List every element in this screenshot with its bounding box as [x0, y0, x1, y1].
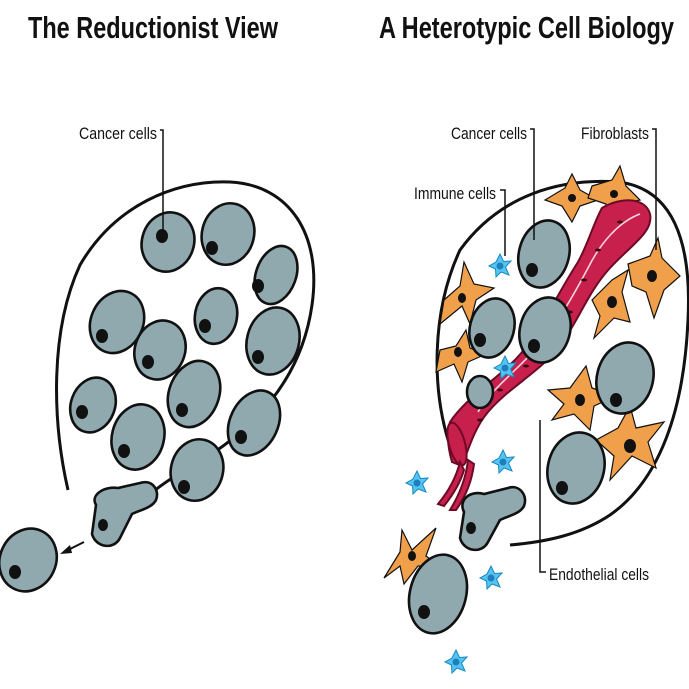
immune-cell	[405, 470, 429, 495]
fibroblast	[591, 268, 631, 341]
escaped-cancer-cell	[0, 527, 59, 593]
endothelial-cells-label: Endothelial cells	[549, 565, 649, 584]
immune-cells-label: Immune cells	[414, 184, 496, 203]
left-migrating-cell	[90, 480, 159, 548]
right-panel: Cancer cells Fibroblasts Immune cells En…	[383, 124, 689, 674]
left-cancer-cells-leader	[160, 129, 164, 232]
fibroblasts-leader	[652, 128, 657, 250]
cancer-cell	[193, 286, 239, 346]
cancer-cell	[200, 202, 256, 266]
immune-cells	[405, 253, 517, 674]
immune-cell	[444, 649, 468, 674]
cancer-cell	[140, 211, 196, 273]
fibroblast	[439, 259, 496, 326]
fibroblast	[546, 364, 618, 432]
cancer-cell	[465, 374, 495, 410]
right-cancer-cells-leader	[530, 128, 535, 240]
right-cancer-cells-label: Cancer cells	[451, 124, 527, 143]
endothelial-cells-leader	[539, 420, 546, 573]
cancer-cell	[110, 403, 166, 471]
fibroblasts	[383, 164, 681, 586]
cancer-cell	[169, 438, 225, 502]
cancer-cell	[68, 376, 118, 434]
cancer-cell	[166, 359, 222, 429]
fibroblast	[383, 527, 442, 586]
cancer-cell	[252, 244, 299, 306]
cancer-cell	[88, 289, 146, 355]
left-cancer-cells-label: Cancer cells	[79, 124, 157, 143]
cancer-cell	[245, 306, 301, 376]
right-cancer-cells	[465, 219, 655, 505]
immune-cell	[479, 565, 503, 590]
cancer-cell	[595, 341, 655, 415]
left-panel: Cancer cells	[0, 124, 316, 593]
left-panel-title: The Reductionist View	[28, 10, 279, 45]
cancer-cell	[546, 431, 606, 505]
cancer-cell	[133, 319, 187, 381]
cancer-cell	[226, 389, 282, 457]
left-cancer-cells	[68, 202, 301, 502]
cancer-cell	[468, 297, 516, 359]
immune-cells-leader	[500, 189, 506, 256]
fibroblasts-label: Fibroblasts	[581, 124, 649, 143]
immune-cell	[488, 253, 512, 278]
fibroblast	[627, 236, 681, 320]
cancer-cell	[518, 296, 572, 364]
fibroblast	[435, 328, 488, 384]
immune-cell	[491, 449, 515, 474]
escape-arrow-icon	[60, 541, 85, 554]
immune-cell	[493, 355, 517, 380]
right-panel-title: A Heterotypic Cell Biology	[379, 10, 675, 45]
right-migrating-cell	[458, 485, 527, 552]
intravasating-cancer-cell	[407, 553, 469, 635]
cancer-cell	[516, 219, 572, 289]
